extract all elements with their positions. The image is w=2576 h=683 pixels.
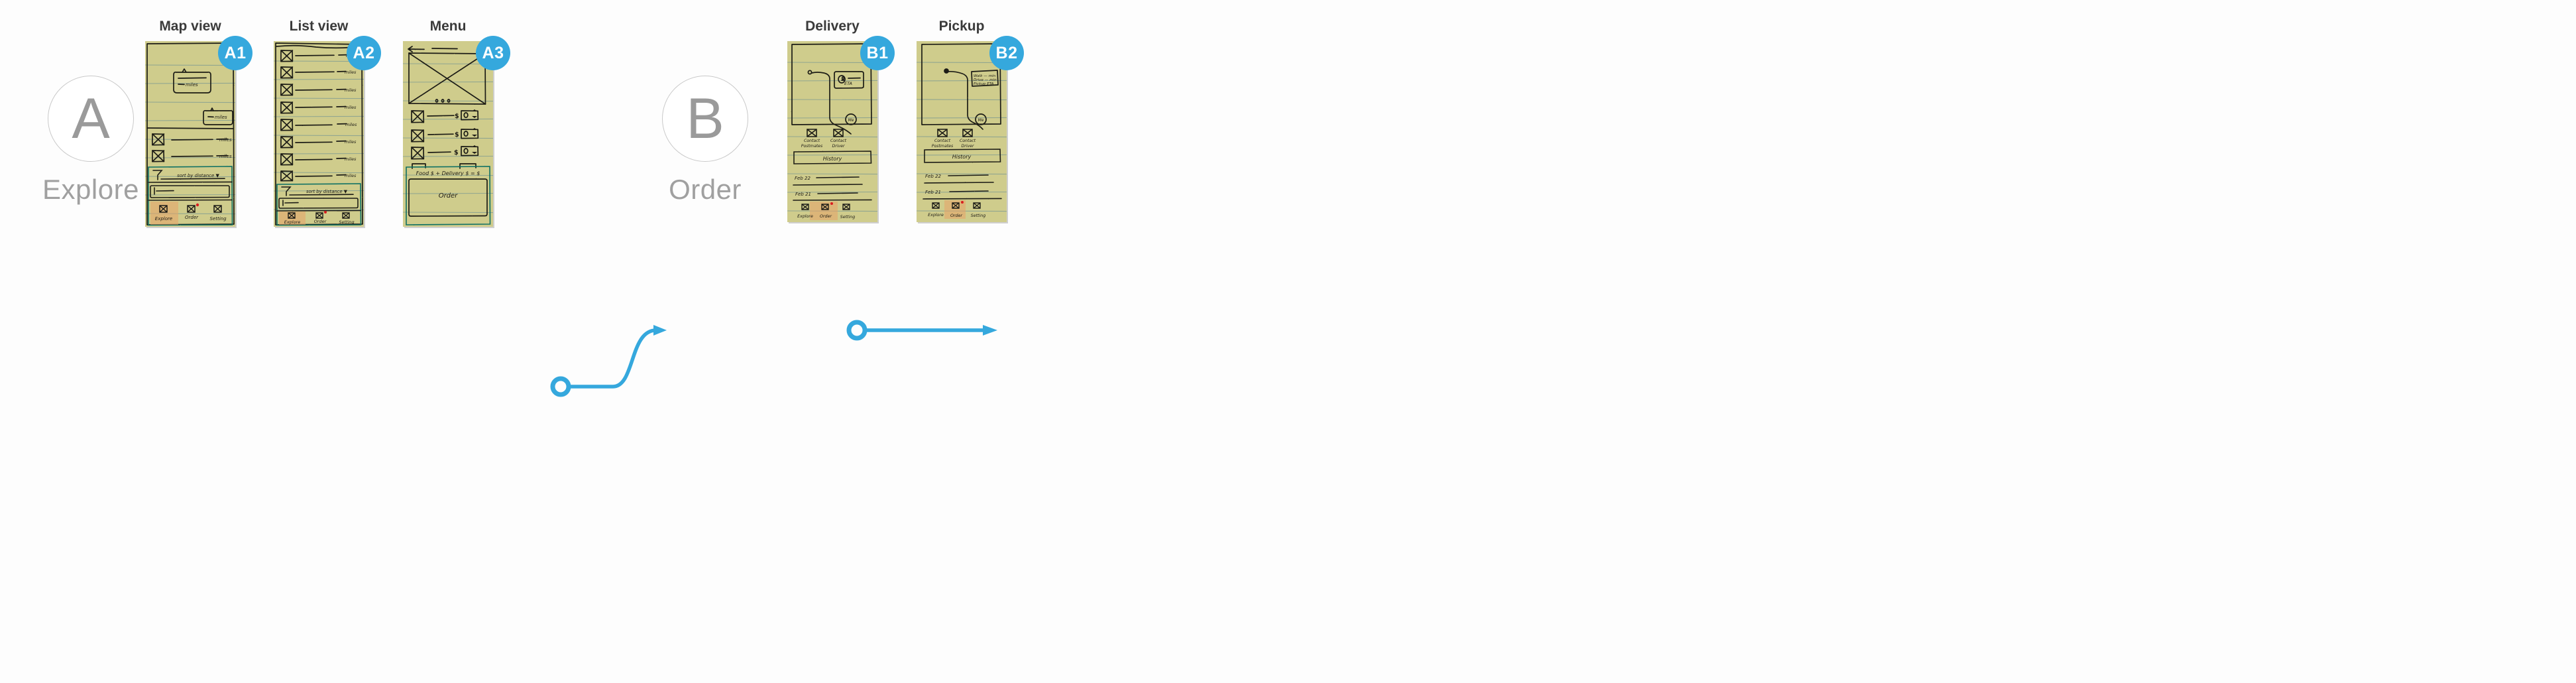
step-badge-a3[interactable]: A3 <box>476 36 510 70</box>
row-distance-label: miles <box>219 137 232 143</box>
svg-text:miles: miles <box>345 122 357 127</box>
svg-text:Setting: Setting <box>971 213 986 218</box>
history-header: History <box>823 156 842 162</box>
history-header: History <box>952 154 972 160</box>
frame-title-pickup: Pickup <box>938 19 985 34</box>
svg-text:$: $ <box>454 149 459 156</box>
svg-text:Explore: Explore <box>284 219 301 225</box>
action-label-contact-postmates: Contact <box>804 138 820 143</box>
frame-title-map-view: Map view <box>159 19 221 34</box>
section-a-label: Explore <box>42 174 139 205</box>
svg-text:miles: miles <box>345 156 357 162</box>
history-date: Feb 22 <box>925 174 941 179</box>
svg-text:$: $ <box>455 113 459 120</box>
svg-text:Order: Order <box>820 214 832 219</box>
svg-text:miles: miles <box>345 139 357 145</box>
screen-menu[interactable]: $ $ $ Food $ + Delivery $ = $ Order <box>403 41 493 227</box>
pickup-info-line: Drive — min <box>974 78 997 82</box>
history-date: Feb 21 <box>795 192 811 197</box>
me-marker-label: Me <box>848 118 854 123</box>
frame-title-menu: Menu <box>429 19 467 34</box>
frame-list-view[interactable]: List view <box>274 19 381 227</box>
section-b-label: Order <box>669 174 742 205</box>
svg-text:Driver: Driver <box>832 144 844 149</box>
order-button-label: Order <box>439 192 458 200</box>
pickup-info-line: Pickup ETA <box>974 82 994 86</box>
pickup-info-line: Walk — min <box>974 74 996 78</box>
svg-text:miles: miles <box>345 88 357 93</box>
tab-label-order: Order <box>185 215 199 220</box>
history-date: Feb 22 <box>795 176 811 181</box>
svg-text:$: $ <box>455 131 459 139</box>
callout-distance-label: miles <box>215 115 227 120</box>
me-marker-label: Me <box>978 118 984 123</box>
sort-bar-label: sort by distance ▼ <box>177 173 219 178</box>
svg-text:Setting: Setting <box>840 214 856 219</box>
section-b: B Order <box>620 76 791 206</box>
frame-pickup[interactable]: Pickup Walk <box>917 19 1024 222</box>
svg-text:Contact: Contact <box>934 138 951 143</box>
connector-a2-to-a3 <box>846 320 997 341</box>
screen-pickup[interactable]: Walk — min Drive — min Pickup ETA Me Con… <box>917 41 1007 222</box>
sketch-map-view: miles miles miles miles <box>145 42 235 226</box>
step-badge-b1[interactable]: B1 <box>860 36 895 70</box>
svg-text:Order: Order <box>950 214 962 218</box>
svg-text:Explore: Explore <box>928 213 944 217</box>
sketch-pickup: Walk — min Drive — min Pickup ETA Me Con… <box>917 43 1007 219</box>
action-label-contact-driver: Contact <box>830 138 847 143</box>
frame-title-delivery: Delivery <box>805 19 860 34</box>
svg-text:Postmates: Postmates <box>932 143 954 149</box>
svg-text:Driver: Driver <box>961 144 974 149</box>
connector-a1-to-a2 <box>550 325 667 397</box>
screen-map-view[interactable]: miles miles miles miles <box>145 41 235 227</box>
section-b-letter: B <box>686 87 724 151</box>
tab-label-explore: Explore <box>155 216 172 221</box>
sketch-menu: $ $ $ Food $ + Delivery $ = $ Order <box>403 46 493 225</box>
svg-text:Explore: Explore <box>797 214 813 219</box>
section-a-circle: A <box>48 76 134 162</box>
svg-text:Order: Order <box>314 219 327 224</box>
eta-label: ETA <box>844 81 852 86</box>
callout-distance-label: miles <box>186 82 198 88</box>
step-badge-a2[interactable]: A2 <box>347 36 381 70</box>
svg-text:miles: miles <box>345 105 357 110</box>
history-date: Feb 21 <box>925 190 941 195</box>
section-a-letter: A <box>72 87 110 151</box>
svg-text:miles: miles <box>345 173 357 178</box>
section-b-circle: B <box>662 76 748 162</box>
step-badge-a1[interactable]: A1 <box>218 36 252 70</box>
frame-title-list-view: List view <box>289 19 349 34</box>
svg-text:sort by distance ▼: sort by distance ▼ <box>306 189 348 194</box>
svg-text:miles: miles <box>345 70 357 75</box>
svg-text:Contact: Contact <box>960 138 976 143</box>
svg-text:Setting: Setting <box>339 219 354 225</box>
sketch-delivery: ETA Me Contact Postmates Co <box>787 43 877 220</box>
screen-delivery[interactable]: ETA Me Contact Postmates Co <box>787 41 877 222</box>
tab-label-setting: Setting <box>209 216 227 221</box>
order-total-line: Food $ + Delivery $ = $ <box>416 170 480 176</box>
row-distance-label: miles <box>219 154 232 159</box>
step-badge-b2[interactable]: B2 <box>989 36 1024 70</box>
frame-map-view[interactable]: Map view <box>145 19 252 227</box>
svg-text:Postmates: Postmates <box>801 143 823 149</box>
section-a: A Explore <box>5 76 176 206</box>
order-badge-dot <box>196 203 199 207</box>
frame-menu[interactable]: Menu <box>403 19 510 227</box>
frame-delivery[interactable]: Delivery <box>787 19 895 222</box>
